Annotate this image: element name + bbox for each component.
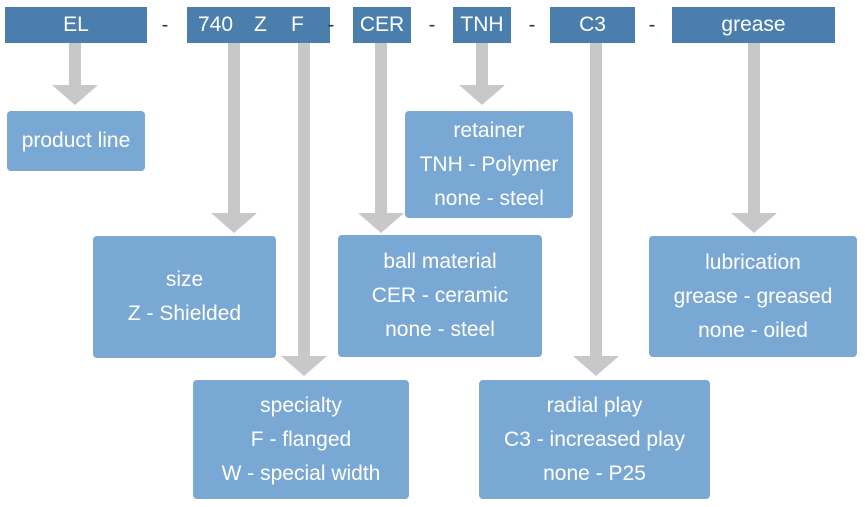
product-line-title: product line <box>21 129 131 152</box>
separator-2: - <box>327 14 335 36</box>
arrow-to-retainer <box>459 43 505 105</box>
size-title: size <box>165 268 204 291</box>
separator-1: - <box>161 14 169 36</box>
arrow-to-radial-play <box>573 43 619 376</box>
box-ball-material: ball material CER - ceramic none - steel <box>338 235 542 357</box>
radial-play-title: radial play <box>546 393 643 417</box>
box-product-line: product line <box>7 111 145 171</box>
retainer-title: retainer <box>453 118 525 142</box>
code-segment-ball: CER <box>353 7 411 43</box>
retainer-line2: none - steel <box>434 186 544 210</box>
lubrication-line2: none - oiled <box>698 318 808 342</box>
size-line1: Z - Shielded <box>127 302 242 325</box>
code-size-text: 740 <box>198 13 234 36</box>
separator-5: - <box>648 14 656 36</box>
code-shield-text: Z <box>254 13 267 36</box>
arrow-to-specialty <box>281 43 327 376</box>
arrow-to-size <box>211 43 257 233</box>
separator-4: - <box>528 14 536 36</box>
specialty-line2: W - special width <box>221 461 381 485</box>
lubrication-line1: grease - greased <box>673 284 833 308</box>
arrow-to-product-line <box>52 43 98 105</box>
ball-material-line1: CER - ceramic <box>371 284 509 307</box>
code-segment-play: C3 <box>550 7 635 43</box>
lubrication-title: lubrication <box>705 250 801 274</box>
box-lubrication: lubrication grease - greased none - oile… <box>649 236 857 357</box>
ball-material-line2: none - steel <box>385 318 495 341</box>
arrow-to-ball-material <box>358 43 404 233</box>
code-segment-lube: grease <box>672 7 835 43</box>
box-retainer: retainer TNH - Polymer none - steel <box>405 111 573 218</box>
code-special-text: F <box>291 13 304 36</box>
code-segment-size-shield-special: 740 Z F <box>187 7 330 43</box>
code-el-text: EL <box>63 13 89 36</box>
arrow-to-lubrication <box>731 43 777 233</box>
separator-3: - <box>428 14 436 36</box>
code-segment-retainer: TNH <box>453 7 511 43</box>
box-radial-play: radial play C3 - increased play none - P… <box>479 380 710 499</box>
radial-play-line1: C3 - increased play <box>504 427 685 451</box>
code-lube-text: grease <box>721 13 786 36</box>
ball-material-title: ball material <box>383 250 497 273</box>
specialty-title: specialty <box>260 393 342 417</box>
code-retainer-text: TNH <box>460 13 504 36</box>
code-play-text: C3 <box>579 13 606 36</box>
code-ball-text: CER <box>359 13 405 36</box>
retainer-line1: TNH - Polymer <box>419 152 559 176</box>
box-size: size Z - Shielded <box>93 236 276 358</box>
code-segment-el: EL <box>5 7 147 43</box>
specialty-line1: F - flanged <box>250 427 352 451</box>
radial-play-line2: none - P25 <box>543 461 646 485</box>
box-specialty: specialty F - flanged W - special width <box>193 380 409 499</box>
